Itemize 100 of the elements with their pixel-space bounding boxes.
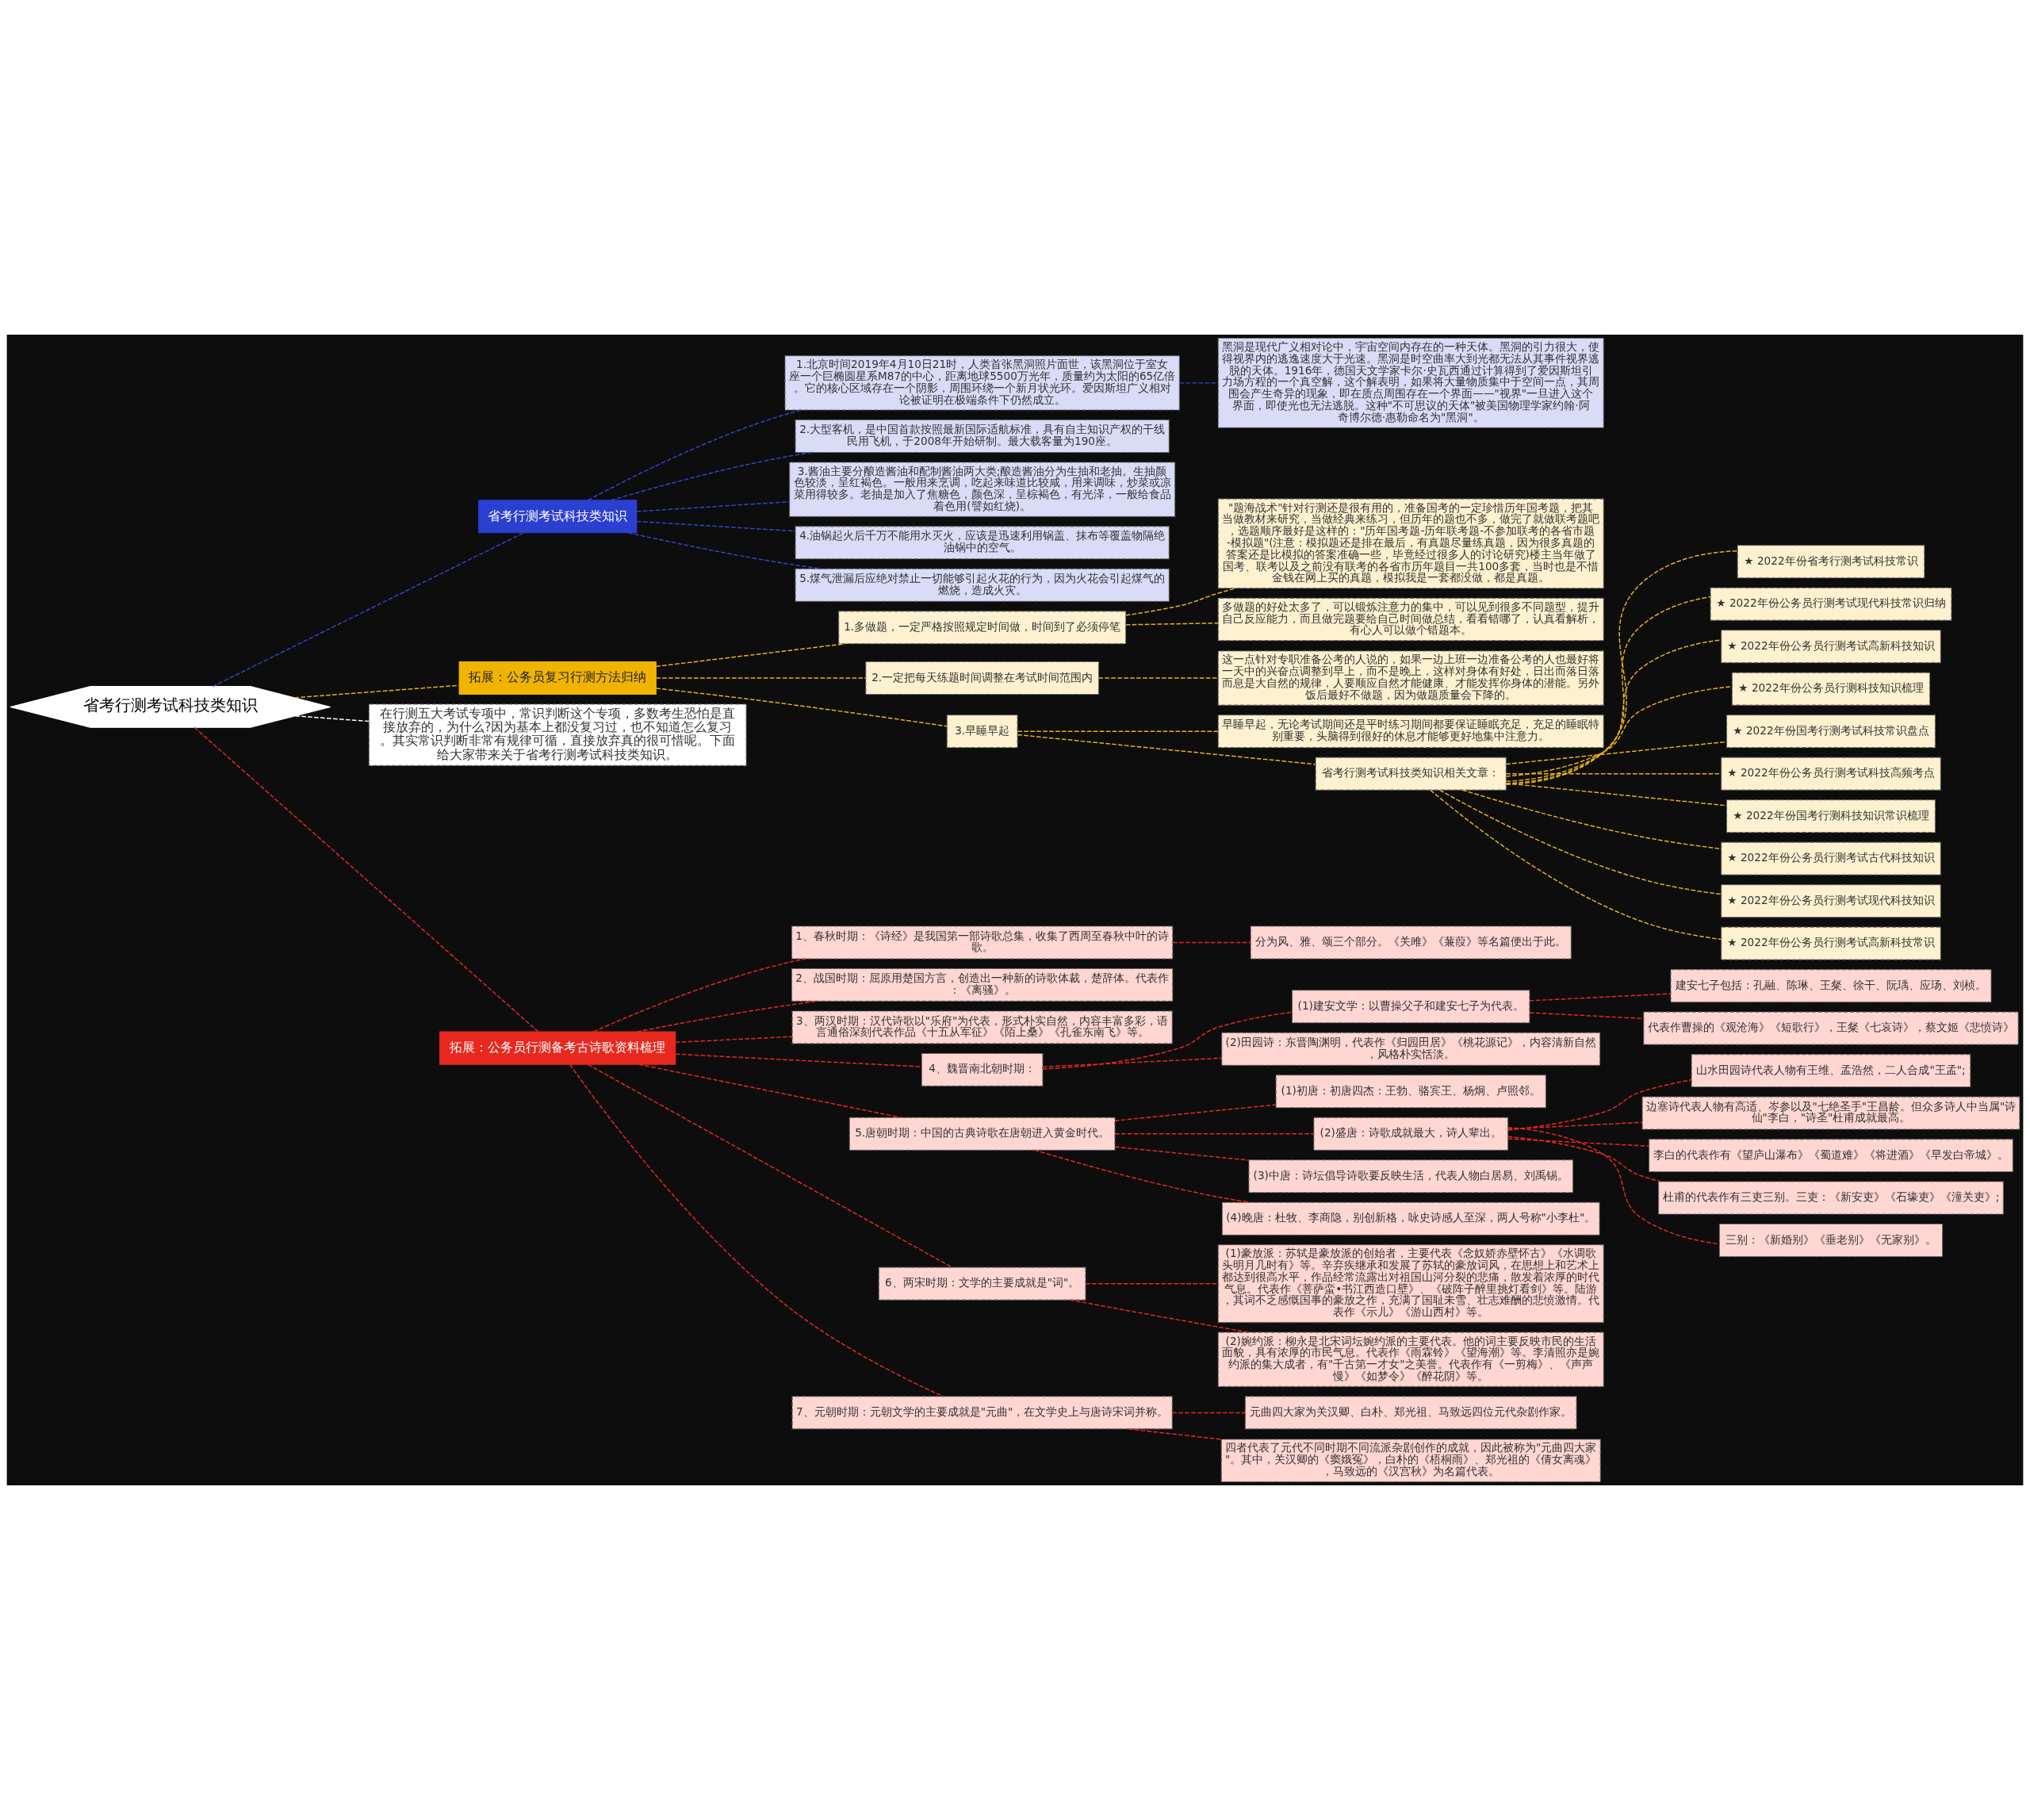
connector bbox=[1505, 772, 1722, 775]
node-box: (3)中唐：诗坛倡导诗歌要反映生活，代表人物白居易、刘禹锡。 bbox=[1248, 1159, 1574, 1194]
connector bbox=[1461, 789, 1722, 850]
connector bbox=[1430, 789, 1722, 941]
connector bbox=[1505, 550, 1738, 785]
connector bbox=[1085, 1282, 1219, 1285]
node-box: 黑洞是现代广义相对论中，宇宙空间内存在的一种天体。黑洞的引力很大，使得视界内的逃逸速度大于光速。黑洞是时空曲率大到光都无法从其事件视界逃脱的天体。1916年，德国天文学家卡尔·史瓦西通过计算得到了爱因斯坦引力场方程的一个真空解，这个解表明，如果将大量物质集中于空间一点，其周围会产生奇异的现象，即在质点周围存在一个界面——"视界"一旦进入这个界面，即使光也无法逃脱。这种"不可思议的天体"被美国物理学家约翰·阿奇博尔德·惠勒命名为"黑洞"。 bbox=[1217, 338, 1604, 428]
node-box: 拓展：公务员行测备考古诗歌资料梳理 bbox=[439, 1031, 676, 1065]
node-box: 元曲四大家为关汉卿、白朴、郑光祖、马致远四位元代杂剧作家。 bbox=[1244, 1396, 1577, 1430]
connector bbox=[1114, 1104, 1277, 1121]
connector bbox=[1114, 1133, 1315, 1135]
node-box: (1)建安文学：以曹操父子和建安七子为代表。 bbox=[1292, 990, 1530, 1024]
connector bbox=[1114, 1146, 1250, 1161]
node-box: ★ 2022年份国考行测科技知识常识梳理 bbox=[1726, 799, 1936, 833]
node-box: ★ 2022年份公务员行测考试科技高频考点 bbox=[1721, 757, 1941, 791]
node-box: 早睡早起，无论考试期间还是平时练习期间都要保证睡眠充足，充足的睡眠特别重要，头脑得到很好的休息才能够更好地集中注意力。 bbox=[1217, 715, 1604, 749]
node-box: 省考行测考试科技类知识 bbox=[478, 500, 638, 534]
connector bbox=[293, 684, 460, 699]
node-box: 多做题的好处太多了，可以锻炼注意力的集中，可以见到很多不同题型，提升自己反应能力，而且做完题要给自己时间做总结，看看错哪了，认真看解析，有心人可以做个错题本。 bbox=[1217, 597, 1604, 642]
node-box: 在行测五大考试专项中，常识判断这个专项，多数考生恐怕是直接放弃的，为什么?因为基本上都没复习过，也不知道怎么复习。其实常识判断非常有规律可循，直接放弃真的很可惜呢。下面给大家带来关于省考行测考试科技类知识。 bbox=[368, 703, 747, 766]
node-box: 边塞诗代表人物有高适、岑参以及"七绝圣手"王昌龄。但众多诗人中当属"诗仙"李白，"诗圣"杜甫成就最高。 bbox=[1641, 1096, 2020, 1130]
node-box: (4)晚唐：杜牧、李商隐，别创新格，咏史诗感人至深，两人号称"小李杜"。 bbox=[1221, 1201, 1600, 1236]
node-box: 分为风、雅、颂三个部分。《关雎》《蒹葭》等名篇便出于此。 bbox=[1250, 925, 1572, 960]
connector bbox=[294, 715, 370, 722]
node-box: 2、战国时期：屈原用楚国方言，创造出一种新的诗歌体裁，楚辞体。代表作：《离骚》。 bbox=[791, 967, 1174, 1002]
connector bbox=[1042, 1011, 1293, 1070]
connector bbox=[1178, 382, 1219, 384]
connector bbox=[1172, 941, 1251, 944]
connector bbox=[636, 520, 796, 532]
connector bbox=[627, 532, 823, 570]
connector bbox=[638, 1063, 902, 1118]
connector bbox=[675, 1036, 793, 1044]
node-box: (2)盛唐：诗歌成就最大，诗人辈出。 bbox=[1313, 1117, 1509, 1151]
node-box: 省考行测考试科技类知识相关文章： bbox=[1315, 757, 1507, 791]
node-box: 7、元朝时期：元朝文学的主要成就是"元曲"，在文学史上与唐诗宋词并称。 bbox=[791, 1396, 1173, 1430]
connector bbox=[1125, 622, 1219, 626]
connector bbox=[1069, 1299, 1250, 1333]
node-box: (2)田园诗：东晋陶渊明，代表作《归园田居》《桃花源记》，内容清新自然，风格朴实恬淡。 bbox=[1221, 1032, 1601, 1066]
node-box: ★ 2022年份公务员行测考试高新科技常识 bbox=[1721, 926, 1941, 960]
connector bbox=[212, 532, 525, 688]
node-box: ★ 2022年份公务员行测考试高新科技知识 bbox=[1721, 630, 1941, 664]
node-box: 5.唐朝时期：中国的古典诗歌在唐朝进入黄金时代。 bbox=[848, 1117, 1116, 1151]
node-box: 1.多做题，一定严格按照规定时间做，时间到了必须停笔 bbox=[838, 611, 1127, 645]
connector bbox=[1171, 1412, 1246, 1414]
node-box: ★ 2022年份省考行测考试科技常识 bbox=[1737, 545, 1925, 579]
connector bbox=[1507, 1079, 1692, 1131]
connector bbox=[1438, 789, 1722, 895]
node-box: 2.大型客机，是中国首款按照最新国际适航标准，具有自主知识产权的干线民用飞机，于2008年开始研制。最大载客量为190座。 bbox=[795, 419, 1170, 454]
connector bbox=[569, 1063, 944, 1397]
connector bbox=[610, 451, 813, 501]
node-box: ★ 2022年份国考行测考试科技常识盘点 bbox=[1726, 715, 1936, 749]
connector bbox=[1505, 686, 1733, 777]
node-box: 山水田园诗代表人物有王维、孟浩然，二人合成"王孟"; bbox=[1691, 1054, 1971, 1088]
node-box: 李白的代表作有《望庐山瀑布》《蜀道难》《将进酒》《早发白帝城》。 bbox=[1649, 1139, 2013, 1173]
node-box: (2)婉约派：柳永是北宋词坛婉约派的主要代表。他的词主要反映市民的生活面貌，具有浓厚的市民气息。代表作《雨霖铃》《望海潮》等。李清照亦是婉约派的集大成者，有"千古第一才女"之美誉。代表作有《一剪梅》、《声声慢》《如梦令》《醉花阴》等。 bbox=[1217, 1331, 1604, 1387]
connector bbox=[636, 500, 791, 512]
connector bbox=[636, 1000, 819, 1033]
node-box: ★ 2022年份公务员行测考试现代科技知识 bbox=[1721, 884, 1941, 918]
connector bbox=[587, 1063, 953, 1268]
connector bbox=[1505, 741, 1727, 765]
node-box: 3.早睡早起 bbox=[946, 715, 1018, 749]
node-box: ★ 2022年份公务员行测考试现代科技常识归纳 bbox=[1710, 587, 1952, 621]
node-box: 5.煤气泄漏后应绝对禁止一切能够引起火花的行为，因为火花会引起煤气的燃烧，造成火灾。 bbox=[795, 568, 1170, 602]
node-box: (1)豪放派：苏轼是豪放派的创始者，主要代表《念奴娇赤壁怀古》《水调歌头明月几时有》等。辛弃疾继承和发展了苏轼的豪放词风，在思想上和艺术上都达到很高水平，作品经常流露出对祖国山河分裂的悲痛，散发着浓厚的时代气息。代表作《菩萨蛮•书江西造口壁》、《破阵子醉里挑灯看剑》等。陆游，其词不乏感慨国事的豪放之作，充满了国耻未雪、壮志难酬的悲愤激情。代表作《示儿》《游山西村》等。 bbox=[1217, 1244, 1604, 1324]
connector bbox=[1017, 734, 1316, 765]
node-box: ★ 2022年份公务员行测科技知识梳理 bbox=[1731, 672, 1931, 706]
node-box: 三别：《新婚别》《垂老别》《无家别》。 bbox=[1718, 1223, 1944, 1258]
node-box: 1.北京时间2019年4月10日21时，人类首张黑洞照片面世，该黑洞位于室女座一个巨椭圆星系M87的中心，距离地球5500万光年，质量约为太阳的65亿倍。它的核心区域存在一个阴影，周围环绕一个新月状光环。爱因斯坦广义相对论被证明在极端条件下仍然成立。 bbox=[784, 355, 1180, 411]
connector bbox=[587, 409, 802, 501]
connector bbox=[1529, 1012, 1645, 1020]
connector bbox=[1505, 639, 1722, 783]
connector bbox=[1034, 1149, 1251, 1203]
node-box: ★ 2022年份公务员行测考试古代科技知识 bbox=[1721, 841, 1941, 876]
node-box: 6、两宋时期：文学的主要成就是"词"。 bbox=[878, 1266, 1086, 1301]
connector bbox=[1505, 783, 1727, 807]
node-box: 2.一定把每天练题时间调整在考试时间范围内 bbox=[865, 661, 1100, 695]
connector bbox=[1529, 993, 1672, 1002]
connector bbox=[655, 643, 846, 668]
connector bbox=[193, 726, 539, 1033]
connector bbox=[655, 677, 867, 679]
connector bbox=[1505, 596, 1711, 784]
connector bbox=[1507, 1138, 1649, 1147]
connector bbox=[1507, 1136, 1662, 1182]
connector bbox=[655, 688, 948, 727]
connector bbox=[1097, 677, 1219, 679]
connector bbox=[593, 958, 807, 1033]
node-box: 4、魏晋南北朝时期： bbox=[921, 1052, 1044, 1086]
node-box: 杜甫的代表作有三吏三别。三吏：《新安吏》《石壕吏》《潼关吏》; bbox=[1658, 1181, 2004, 1215]
node-box: "题海战术"针对行测还是很有用的，准备国考的一定珍惜历年国考题，把其当做教材来研究，当做经典来练习，但历年的题也不多，做完了就做联考题吧，选题顺序最好是这样的："历年国考题-历年联考题-不参加联考的各省市题-模拟题"(注意：模拟题还是排在最后，有真题尽量练真题，因为很多真题的答案还是比模拟的答案准确一些，毕竟经过很多人的讨论研究)楼主当年做了国考、联考以及之前没有联考的各省市历年题目一共100多套，当时也是不惜金钱在网上买的真题，模拟我是一套都没做，都是真题。 bbox=[1217, 498, 1604, 589]
connector bbox=[1042, 1057, 1223, 1067]
node-box: 拓展：公务员复习行测方法归纳 bbox=[458, 661, 657, 695]
node-box: 4.油锅起火后千万不能用水灭火，应该是迅速利用锅盖、抹布等覆盖物隔绝油锅中的空气。 bbox=[795, 526, 1170, 560]
connector bbox=[1128, 1428, 1222, 1440]
node-box: 3、两汉时期：汉代诗歌以"乐府"为代表，形式朴实自然，内容丰富多彩，语言通俗深刻代表作品《十五从军征》《陌上桑》《孔雀东南飞》等。 bbox=[791, 1010, 1173, 1044]
connector bbox=[1017, 730, 1219, 732]
node-box: 这一点针对专职准备公考的人说的，如果一边上班一边准备公考的人也最好将一天中的兴奋点调整到早上，而不是晚上，这样对身体有好处，日出而落日落而息是大自然的规律，人要顺应自然才能健康、才能发挥你身体的潜能。另外饭后最好不做题，因为做题质量会下降的。 bbox=[1217, 650, 1604, 706]
node-box: (1)初唐：初唐四杰：王勃、骆宾王、杨炯、卢照邻。 bbox=[1275, 1075, 1546, 1109]
node-box: 代表作曹操的《观沧海》《短歌行》，王粲《七哀诗》，蔡文姬《悲愤诗》 bbox=[1643, 1011, 2019, 1045]
node-box: 1、春秋时期：《诗经》是我国第一部诗歌总集，收集了西周至春秋中叶的诗歌。 bbox=[791, 925, 1174, 960]
node-box: 建安七子包括：孔融、陈琳、王粲、徐干、阮瑀、应玚、刘桢。 bbox=[1670, 969, 1992, 1003]
